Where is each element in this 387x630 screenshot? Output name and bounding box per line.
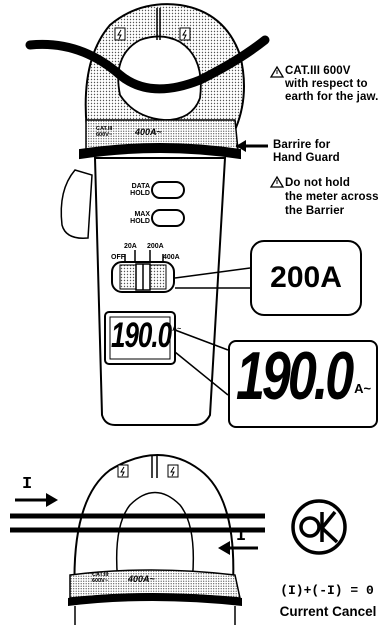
small-lcd-value: 190.0 A~ — [111, 315, 181, 356]
barrier-note: Barrire for Hand Guard — [273, 139, 340, 164]
range-callout: 200A — [250, 240, 362, 316]
display-callout: 190.0 A~ — [228, 339, 378, 428]
current-out-arrow — [218, 541, 258, 555]
current-cancel-caption: Current Cancel — [279, 604, 377, 619]
bottom-cat-label: CAT.III 600V~ — [92, 572, 109, 584]
current-equation: (I)+(-I) = 0 — [280, 583, 374, 598]
display-callout-digits: 190.0 — [236, 339, 354, 415]
max-hold-button[interactable] — [151, 209, 185, 227]
barrier-arrow — [236, 140, 268, 152]
small-lcd-unit: A~ — [172, 326, 182, 333]
range-off-label: OFF — [111, 254, 125, 261]
small-lcd — [104, 311, 176, 365]
cat-rating-note: CAT.III 600V with respect to earth for t… — [285, 65, 379, 103]
current-in-arrow — [15, 493, 58, 507]
wires — [10, 513, 265, 533]
meter-cat-label: CAT.III 600V~ — [96, 126, 113, 138]
ok-symbol-icon — [291, 499, 347, 555]
current-in-label: I — [22, 475, 33, 494]
data-hold-label: DATA HOLD — [130, 183, 150, 197]
hand-guard-barrier — [79, 143, 241, 160]
range-callout-value: 200A — [270, 261, 342, 294]
range-400a-label: 400A — [163, 254, 180, 261]
small-lcd-digits: 190.0 — [111, 314, 172, 356]
range-200a-label: 200A — [147, 243, 164, 250]
bottom-model-label: 400A~ — [128, 574, 155, 584]
clamp-jaw — [60, 3, 245, 239]
max-hold-label: MAX HOLD — [130, 211, 150, 225]
bottom-jaw — [68, 454, 242, 625]
range-switch[interactable] — [111, 250, 175, 293]
data-hold-button[interactable] — [151, 181, 185, 199]
range-20a-label: 20A — [124, 243, 137, 250]
meter-model-label: 400A~ — [135, 127, 162, 137]
do-not-hold-note: Do not hold the meter across the Barrier — [285, 177, 379, 217]
display-callout-unit: A~ — [354, 381, 372, 396]
cable — [25, 35, 270, 94]
current-out-label: I — [236, 527, 247, 546]
